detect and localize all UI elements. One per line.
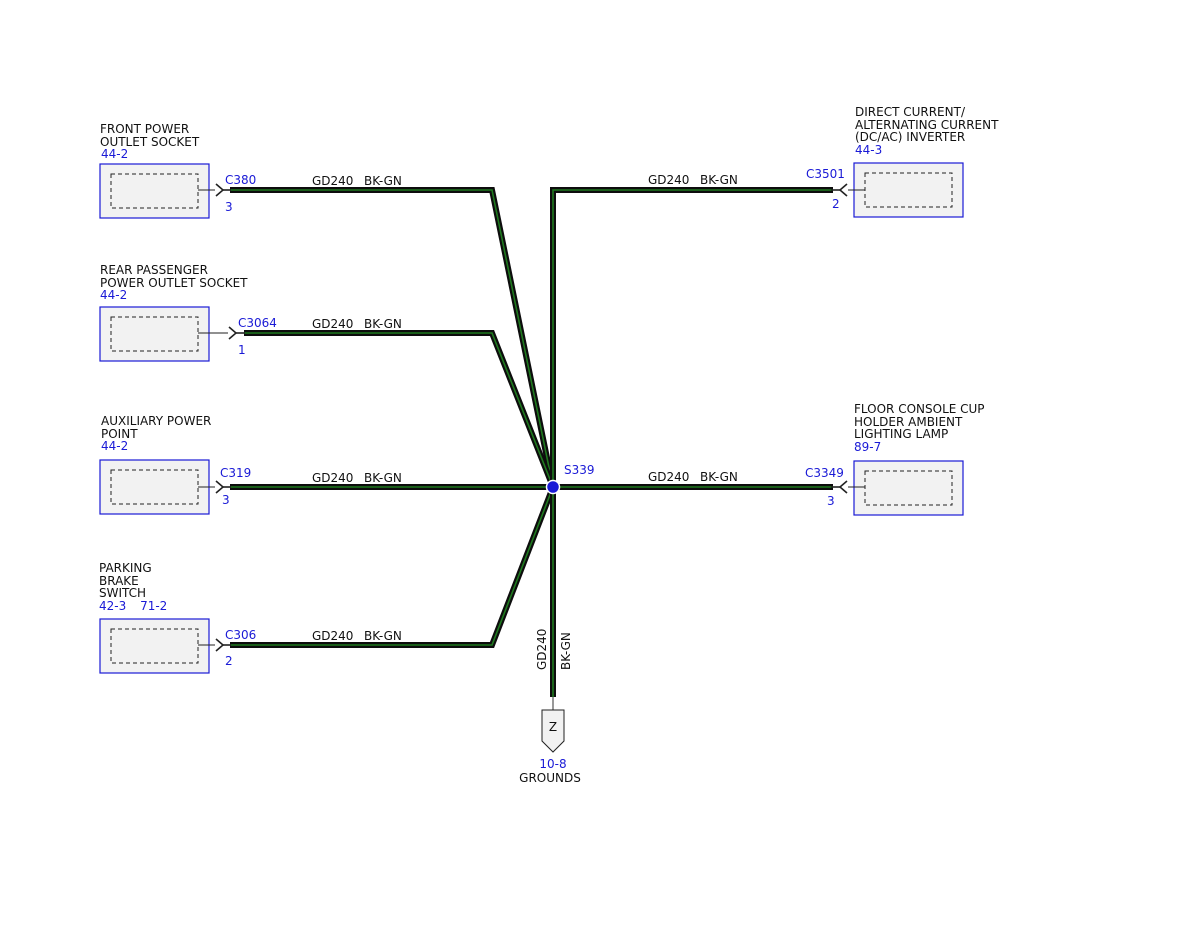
wire-color-label-vertical: BK-GN	[559, 632, 573, 670]
connector-id: C306	[225, 628, 256, 642]
ground-pentagon-icon	[541, 709, 565, 753]
component-name-line: AUXILIARY POWER	[101, 414, 212, 428]
connector-id: C3349	[805, 466, 844, 480]
component-name-line: HOLDER AMBIENT	[854, 414, 963, 429]
component-ref-2: 71-2	[140, 598, 168, 613]
component-ref: 44-3	[855, 142, 883, 157]
component-name-line: DIRECT CURRENT/	[855, 105, 965, 119]
label-rear-passenger-outlet: REAR PASSENGER POWER OUTLET SOCKET 44-2	[100, 264, 247, 302]
connector-id: C3501	[806, 167, 845, 181]
connector-arrow-icon	[838, 480, 848, 494]
component-name-line: ALTERNATING CURRENT	[855, 117, 999, 132]
label-floor-console-lamp: FLOOR CONSOLE CUP HOLDER AMBIENT LIGHTIN…	[854, 403, 985, 453]
component-dcac-inverter: C3501 2	[806, 162, 964, 218]
wire-rear-power-outer	[244, 330, 556, 489]
component-ref-1: 42-3	[99, 598, 127, 613]
connector-id: C380	[225, 173, 256, 187]
ground-connector: Z 10-8 GROUNDS	[519, 709, 581, 785]
component-box	[853, 162, 964, 218]
component-inner-dashed	[110, 469, 199, 505]
wire-color-label: BK-GN	[364, 174, 402, 188]
component-inner-dashed	[110, 173, 199, 209]
connector-arrow-icon	[215, 638, 225, 652]
component-ref: 42-3 71-2	[99, 598, 168, 613]
component-ref: 44-2	[101, 439, 129, 453]
component-parking-brake-switch: C306 2	[99, 618, 256, 674]
ground-label: GROUNDS	[519, 771, 581, 785]
component-inner-dashed	[110, 316, 199, 352]
component-name-line: POINT	[101, 426, 138, 441]
connector-pin: 3	[225, 200, 233, 214]
component-rear-passenger-outlet: C3064 1	[99, 306, 277, 362]
component-box	[853, 460, 964, 516]
connector-arrow-icon	[228, 326, 238, 340]
component-box	[99, 163, 210, 219]
connector-id: C319	[220, 466, 251, 480]
component-name-line: POWER OUTLET SOCKET	[100, 275, 248, 290]
component-ref: 89-7	[854, 439, 882, 454]
label-parking-brake-switch: PARKING BRAKE SWITCH 42-3 71-2	[99, 562, 167, 612]
component-ref: 44-2	[101, 147, 129, 161]
component-floor-console-lamp: C3349 3	[805, 460, 964, 516]
connector-pin: 3	[827, 494, 835, 508]
component-inner-dashed	[864, 470, 953, 506]
component-inner-dashed	[110, 628, 199, 664]
component-name-line: FLOOR CONSOLE CUP	[854, 402, 985, 416]
wire-circuit-label: GD240	[312, 471, 353, 485]
label-auxiliary-power-point: AUXILIARY POWER POINT 44-2	[101, 415, 211, 453]
wire-circuit-label: GD240	[648, 470, 689, 484]
component-name-line: (DC/AC) INVERTER	[855, 130, 966, 144]
wires	[230, 187, 833, 710]
wire-front-power-inner	[230, 189, 554, 488]
label-dcac-inverter: DIRECT CURRENT/ ALTERNATING CURRENT (DC/…	[855, 106, 998, 156]
wire-color-label: BK-GN	[364, 317, 402, 331]
wire-parking-brake-inner	[230, 486, 554, 646]
wire-circuit-label: GD240	[312, 317, 353, 331]
component-name-line: SWITCH	[99, 586, 147, 600]
wire-color-label: BK-GN	[364, 471, 402, 485]
component-name-line: PARKING	[99, 561, 152, 575]
connector-pin: 2	[225, 654, 233, 668]
wire-color-label: BK-GN	[364, 629, 402, 643]
wire-rear-power-inner	[244, 332, 554, 488]
connector-pin: 3	[222, 493, 230, 507]
component-auxiliary-power-point: C319 3	[99, 459, 251, 515]
label-front-power-outlet: FRONT POWER OUTLET SOCKET 44-2	[100, 123, 199, 161]
wire-labels: GD240 BK-GN GD240 BK-GN GD240 BK-GN GD24…	[312, 173, 738, 670]
wire-front-power-outer	[230, 187, 556, 488]
wire-circuit-label: GD240	[312, 174, 353, 188]
component-name-line: BRAKE	[99, 573, 139, 588]
component-box	[99, 459, 210, 515]
wire-circuit-label-vertical: GD240	[535, 629, 549, 670]
connector-arrow-icon	[215, 480, 225, 494]
connector-arrow-icon	[215, 183, 225, 197]
component-name-line: REAR PASSENGER	[100, 263, 208, 277]
splice-dot	[545, 479, 561, 495]
wire-color-label: BK-GN	[700, 470, 738, 484]
wire-color-label: BK-GN	[700, 173, 738, 187]
splice-id: S339	[564, 463, 595, 477]
ground-ref: 10-8	[539, 757, 566, 771]
wire-circuit-label: GD240	[312, 629, 353, 643]
component-box	[99, 618, 210, 674]
connector-pin: 1	[238, 343, 246, 357]
connector-pin: 2	[832, 197, 840, 211]
wire-dcac-inverter-inner	[552, 189, 833, 487]
connector-id: C3064	[238, 316, 277, 330]
wire-circuit-label: GD240	[648, 173, 689, 187]
component-name-line: OUTLET SOCKET	[100, 134, 200, 149]
component-box	[99, 306, 210, 362]
ground-symbol: Z	[549, 720, 557, 734]
component-name-line: FRONT POWER	[100, 122, 190, 136]
component-ref: 44-2	[100, 288, 128, 302]
connector-arrow-icon	[838, 183, 848, 197]
component-name-line: LIGHTING LAMP	[854, 427, 949, 441]
wire-dcac-inverter-outer	[550, 187, 833, 487]
wire-parking-brake-outer	[230, 485, 556, 648]
component-front-power-outlet: C380 3	[99, 163, 256, 219]
